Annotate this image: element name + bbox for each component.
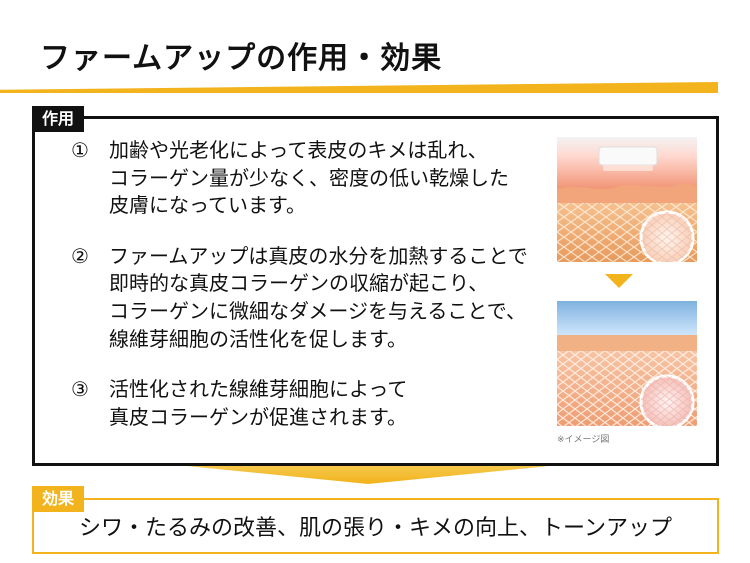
item-line: コラーゲンに微細なダメージを与えることで、 bbox=[109, 298, 526, 323]
skin-illustration-after bbox=[557, 301, 697, 426]
action-item-1: ① 加齢や光老化によって表皮のキメは乱れ、 コラーゲン量が少なく、密度の低い乾燥… bbox=[71, 137, 551, 220]
down-triangle-icon bbox=[605, 274, 633, 288]
skin-illustration-before bbox=[557, 137, 697, 262]
item-line: コラーゲン量が少なく、密度の低い乾燥した bbox=[109, 165, 509, 190]
item-line: ファームアップは真皮の水分を加熱することで bbox=[109, 243, 528, 268]
action-item-3: ③ 活性化された線維芽細胞によって 真皮コラーゲンが促進されます。 bbox=[71, 376, 551, 431]
effect-text: シワ・たるみの改善、肌の張り・キメの向上、トーンアップ bbox=[79, 516, 672, 541]
item-line: 皮膚になっています。 bbox=[109, 193, 306, 218]
item-number: ③ bbox=[71, 377, 89, 402]
item-line: 活性化された線維芽細胞によって bbox=[109, 377, 408, 402]
effect-arrow bbox=[187, 466, 549, 484]
action-section: ① 加齢や光老化によって表皮のキメは乱れ、 コラーゲン量が少なく、密度の低い乾燥… bbox=[32, 116, 719, 466]
action-item-2: ② ファームアップは真皮の水分を加熱することで 即時的な真皮コラーゲンの収縮が起… bbox=[71, 243, 551, 353]
item-line: 線維芽細胞の活性化を促します。 bbox=[109, 326, 407, 351]
item-number: ① bbox=[71, 138, 89, 162]
item-number: ② bbox=[71, 243, 89, 268]
effect-tag: 効果 bbox=[32, 486, 85, 512]
skin-illustration-after-svg bbox=[557, 301, 697, 426]
effect-section: シワ・たるみの改善、肌の張り・キメの向上、トーンアップ bbox=[32, 498, 719, 554]
item-line: 真皮コラーゲンが促進されます。 bbox=[109, 404, 407, 429]
item-line: 加齢や光老化によって表皮のキメは乱れ、 bbox=[109, 138, 488, 162]
action-tag: 作用 bbox=[32, 106, 85, 132]
image-caption: ※イメージ図 bbox=[557, 435, 610, 445]
item-line: 即時的な真皮コラーゲンの収縮が起こり、 bbox=[109, 271, 489, 296]
page-title: ファームアップの作用・効果 bbox=[40, 41, 443, 76]
action-list: ① 加齢や光老化によって表皮のキメは乱れ、 コラーゲン量が少なく、密度の低い乾燥… bbox=[71, 137, 551, 431]
title-underline bbox=[0, 82, 718, 93]
skin-illustration-before-svg bbox=[557, 137, 697, 262]
